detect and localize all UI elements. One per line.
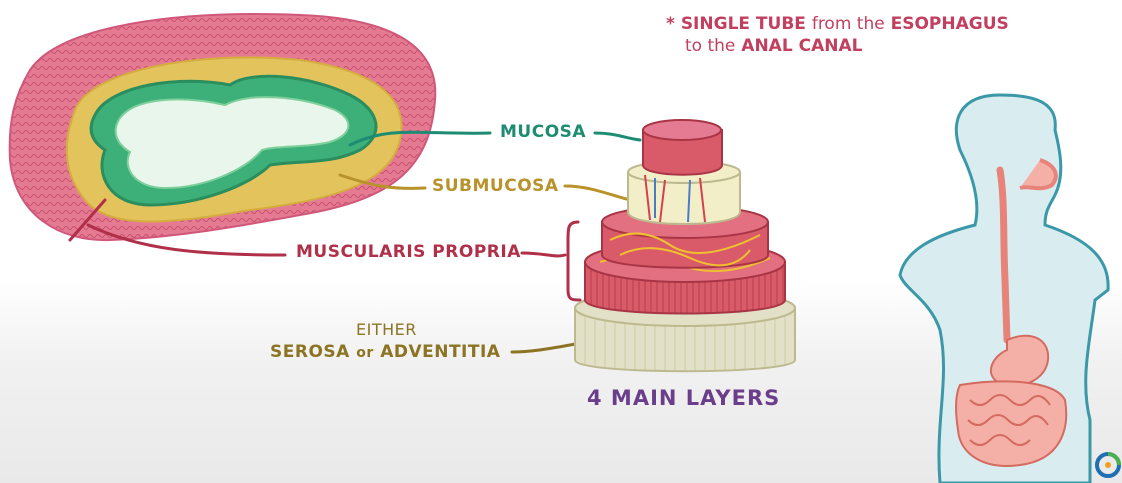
- logo-icon: [1097, 454, 1119, 476]
- note-esophagus: ESOPHAGUS: [891, 14, 1009, 34]
- note-to-the: to the: [685, 36, 735, 56]
- cross-section-illustration: [10, 14, 436, 240]
- label-mucosa: MUCOSA: [500, 122, 586, 142]
- mucosa-leader-right: [595, 133, 640, 140]
- note-from-the: from the: [812, 14, 885, 34]
- human-torso-illustration: [900, 95, 1108, 483]
- note-anal-canal: ANAL CANAL: [741, 36, 862, 56]
- tube-note: * SINGLE TUBE from the ESOPHAGUS to the …: [666, 13, 1009, 57]
- muscularis-bracket: [568, 222, 580, 300]
- label-serosa: SEROSA: [270, 342, 350, 362]
- label-muscularis-propria: MUSCULARIS PROPRIA: [296, 242, 521, 262]
- label-serosa-or-adventitia: SEROSA or ADVENTITIA: [270, 342, 500, 362]
- label-adventitia: ADVENTITIA: [380, 342, 500, 362]
- label-either: EITHER: [356, 320, 417, 339]
- caption-4-main-layers: 4 MAIN LAYERS: [587, 386, 780, 410]
- layer-cake-illustration: [575, 120, 795, 371]
- label-or: or: [356, 345, 374, 361]
- label-submucosa: SUBMUCOSA: [432, 176, 559, 196]
- submucosa-leader-right: [565, 186, 630, 200]
- note-marker: *: [666, 14, 675, 34]
- note-single-tube: SINGLE TUBE: [681, 14, 806, 34]
- muscularis-leader-right: [522, 253, 565, 256]
